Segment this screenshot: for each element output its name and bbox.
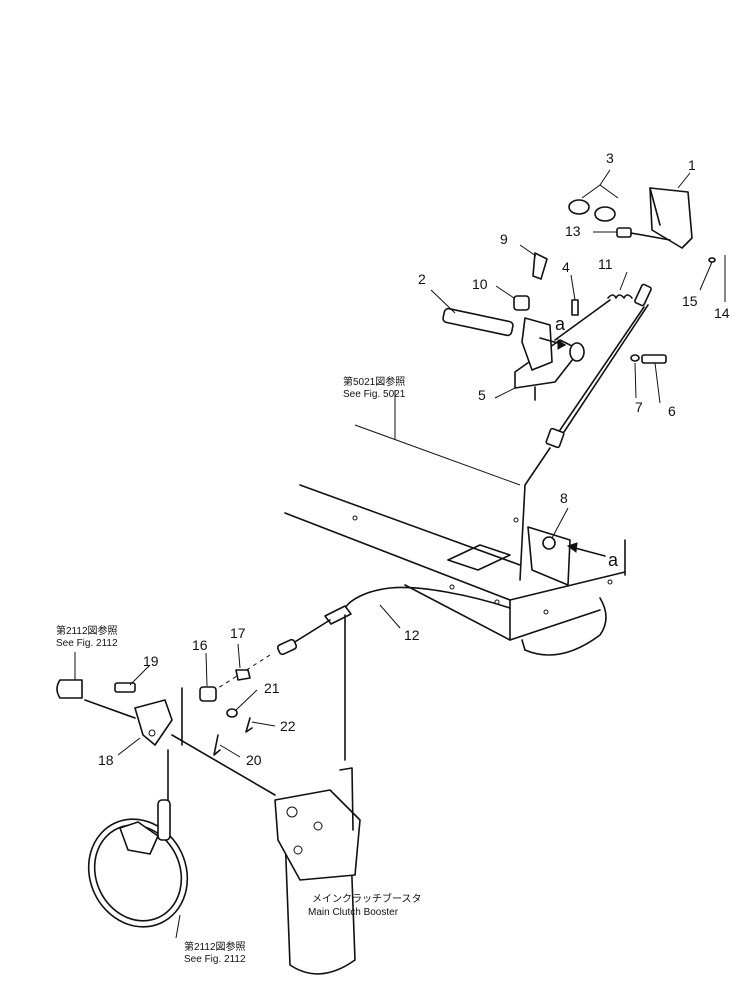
ref-fig2112-lower-en: See Fig. 2112 — [184, 954, 246, 965]
label-part-11: 11 — [598, 256, 613, 272]
label-part-9: 9 — [500, 231, 508, 247]
label-part-8: 8 — [560, 490, 568, 506]
label-part-10: 10 — [472, 276, 488, 292]
label-part-1: 1 — [688, 157, 696, 173]
label-part-2: 2 — [418, 271, 426, 287]
clamp-bracket — [527, 526, 571, 586]
label-part-17: 17 — [230, 625, 246, 641]
detail-arrows — [539, 337, 606, 557]
label-part-22: 22 — [280, 718, 296, 734]
ref-fig5021-jp: 第5021図参照 — [343, 375, 405, 388]
booster-label-jp: メインクラッチブースタ — [312, 892, 422, 905]
label-part-20: 20 — [246, 752, 262, 768]
ref-fig5021-en: See Fig. 5021 — [343, 389, 406, 400]
label-part-5: 5 — [478, 387, 486, 403]
label-part-7: 7 — [635, 399, 643, 415]
pedal-assembly — [568, 187, 716, 263]
label-part-16: 16 — [192, 637, 208, 653]
main-clutch-booster — [274, 767, 361, 975]
floor-frame — [284, 424, 626, 656]
label-part-14: 14 — [714, 305, 730, 321]
label-part-21: 21 — [264, 680, 280, 696]
detail-marker-lower: a — [608, 550, 619, 570]
label-part-18: 18 — [98, 752, 114, 768]
ref-fig2112-lower-jp: 第2112図参照 — [184, 940, 246, 953]
part-labels: 1 2 3 4 5 6 7 8 9 10 11 12 13 14 15 16 1… — [98, 150, 730, 768]
label-part-13: 13 — [565, 223, 581, 239]
detail-marker-upper: a — [555, 314, 566, 334]
leader-lines — [74, 169, 726, 939]
control-cable — [214, 586, 511, 761]
label-part-6: 6 — [668, 403, 676, 419]
label-part-19: 19 — [143, 653, 159, 669]
label-part-15: 15 — [682, 293, 698, 309]
lever-assembly — [56, 669, 276, 801]
clutch-band — [87, 799, 189, 928]
ref-fig2112-upper-jp: 第2112図参照 — [56, 624, 118, 637]
label-part-4: 4 — [562, 259, 570, 275]
label-part-12: 12 — [404, 627, 420, 643]
ref-fig2112-upper-en: See Fig. 2112 — [56, 638, 118, 649]
booster-label-en: Main Clutch Booster — [308, 907, 399, 918]
label-part-3: 3 — [606, 150, 614, 166]
bracket-assembly — [442, 252, 667, 581]
